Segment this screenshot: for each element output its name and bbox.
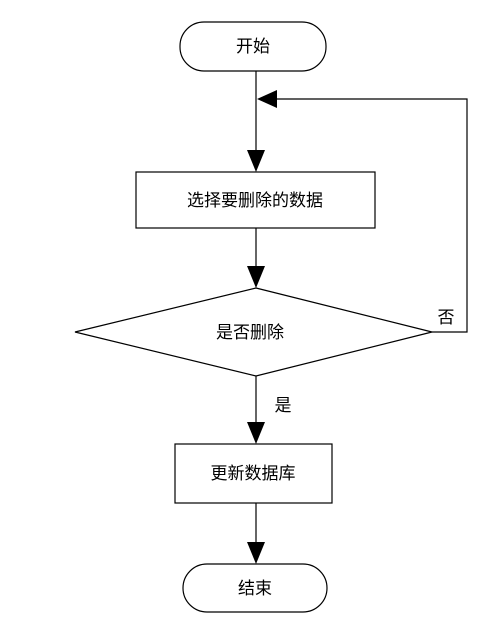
arrowhead-decision-to-update [247, 422, 265, 444]
arrowhead-select-to-decision [247, 266, 265, 288]
decision-label: 是否删除 [216, 323, 284, 343]
start-terminator [179, 21, 327, 72]
update-process-box [174, 443, 333, 504]
end-terminator [182, 563, 328, 613]
start-label: 开始 [236, 37, 270, 57]
yes-label: 是 [275, 396, 292, 416]
arrowhead-start-to-select [247, 150, 265, 172]
loop-back-no-line [276, 98, 468, 333]
update-label: 更新数据库 [211, 464, 296, 484]
arrowhead-update-to-end [247, 542, 265, 564]
select-label: 选择要删除的数据 [187, 191, 323, 211]
no-label: 否 [438, 308, 455, 328]
arrowhead-loop-back [257, 90, 277, 108]
select-process-box [135, 171, 376, 229]
end-label: 结束 [238, 579, 272, 599]
